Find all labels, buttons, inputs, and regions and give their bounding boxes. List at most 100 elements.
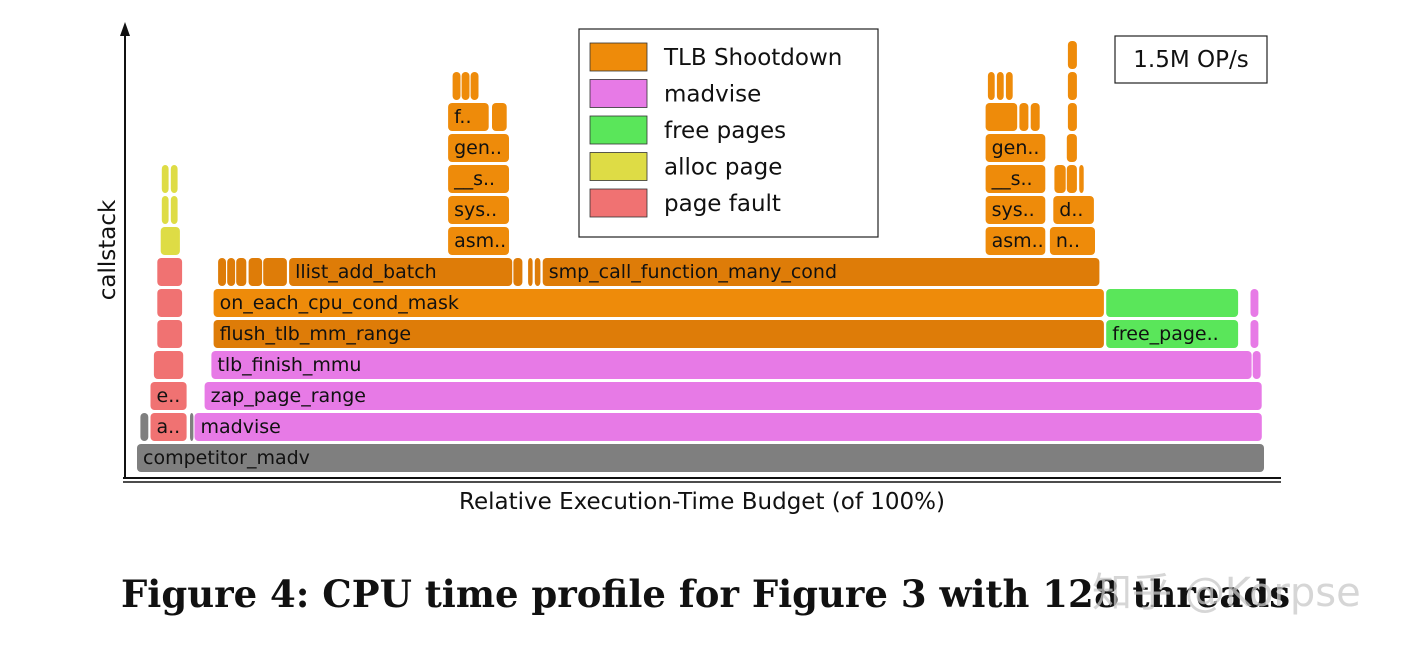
flame-frame (157, 320, 183, 348)
flame-frame (140, 413, 149, 441)
flame-frame-label: sys.. (992, 199, 1035, 221)
flame-frame (248, 258, 263, 286)
flame-frame (1066, 165, 1077, 193)
flame-frame-label: __s.. (453, 168, 495, 190)
flame-frame (263, 258, 287, 286)
legend-label: madvise (664, 82, 761, 108)
flame-frame-label: smp_call_function_many_cond (549, 261, 837, 283)
flame-frame (1066, 134, 1077, 162)
flame-frame-label: flush_tlb_mm_range (220, 323, 412, 345)
flame-frame-label: f.. (454, 106, 471, 128)
flame-frame (448, 227, 509, 255)
flame-frame-label: sys.. (454, 199, 497, 221)
flame-frame (161, 165, 169, 193)
legend-swatch (589, 42, 648, 72)
flame-frame (448, 103, 489, 131)
flame-frame (1067, 41, 1077, 69)
legend-swatch (589, 152, 648, 181)
flame-frame (985, 134, 1046, 162)
flame-frame (213, 289, 1104, 317)
flame-frame-label: __s.. (991, 168, 1033, 190)
flame-frame-label: tlb_finish_mmu (217, 354, 361, 376)
legend-swatch (589, 188, 648, 218)
flame-frame (448, 196, 509, 224)
flame-frame (157, 258, 183, 286)
flame-frame (1252, 351, 1261, 379)
flame-frame (492, 103, 507, 131)
y-axis-arrow-icon (120, 22, 130, 36)
flame-frame-label: e.. (157, 385, 181, 407)
flame-frame-label: competitor_madv (143, 447, 310, 469)
flame-frame (153, 351, 184, 379)
flame-frame (985, 165, 1046, 193)
flame-frame (227, 258, 236, 286)
flame-frame (218, 258, 226, 286)
legend-label: free pages (664, 118, 786, 144)
flame-frame (194, 413, 1262, 441)
flame-frame-label: llist_add_batch (295, 261, 437, 283)
flame-frame (1106, 320, 1239, 348)
flame-frame (987, 72, 995, 100)
flame-frame (1106, 289, 1239, 317)
flame-frame (985, 103, 1018, 131)
flame-frame (236, 258, 247, 286)
flame-frame (470, 72, 479, 100)
flame-frame (542, 258, 1100, 286)
flame-frame (985, 196, 1046, 224)
flame-frame (213, 320, 1104, 348)
flame-frame-label: asm.. (454, 230, 506, 252)
legend-label: alloc page (664, 155, 782, 181)
flame-frame (534, 258, 541, 286)
flame-frame (1250, 320, 1259, 348)
flame-frames: competitor_madv a.. madvise e.. zap_page_ran… (137, 41, 1264, 472)
flame-frame (1049, 227, 1095, 255)
flame-graph-chart: competitor_madv a.. madvise e.. zap_page_ran… (95, 22, 1281, 515)
flame-frame-label: gen.. (454, 137, 502, 159)
flame-frame-label: asm.. (992, 230, 1044, 252)
x-axis-label: Relative Execution-Time Budget (of 100%) (459, 489, 945, 515)
flame-frame (137, 444, 1264, 472)
flame-frame (1054, 165, 1066, 193)
flame-frame (1019, 103, 1029, 131)
flame-frame (985, 227, 1046, 255)
flame-frame-label: a.. (157, 416, 181, 438)
flame-frame (150, 382, 187, 410)
legend-swatch (589, 79, 648, 108)
flame-frame (160, 227, 180, 255)
y-axis-label: callstack (95, 199, 121, 300)
flame-frame (461, 72, 470, 100)
badge-box (1114, 35, 1268, 84)
flame-frame (157, 289, 183, 317)
flame-frame (996, 72, 1004, 100)
flame-frame-label: n.. (1056, 230, 1080, 252)
flame-frame-label: zap_page_range (211, 385, 366, 407)
flame-frame (1067, 103, 1077, 131)
legend-label: page fault (664, 191, 781, 217)
flame-frame (190, 413, 194, 441)
flame-frame (1250, 289, 1259, 317)
flame-frame (448, 165, 509, 193)
flame-frame (211, 351, 1252, 379)
flame-frame (204, 382, 1262, 410)
flame-frame (170, 165, 178, 193)
flame-frame (1030, 103, 1040, 131)
flame-frame (170, 196, 178, 224)
flame-frame (289, 258, 513, 286)
legend: TLB Shootdown madvise free pages alloc page… (578, 28, 879, 238)
watermark: 知乎 @Korpse (1092, 570, 1361, 616)
flame-frame-label: gen.. (992, 137, 1040, 159)
legend-label: TLB Shootdown (663, 45, 842, 71)
flame-frame (1079, 165, 1084, 193)
flame-frame (452, 72, 461, 100)
flame-frame-label: d.. (1059, 199, 1083, 221)
flame-frame-label: on_each_cpu_cond_mask (220, 292, 459, 314)
flame-frame (1005, 72, 1013, 100)
legend-swatch (589, 115, 648, 145)
badge-text: 1.5M OP/s (1133, 47, 1248, 73)
flame-frame (1067, 72, 1077, 100)
flame-frame (161, 196, 169, 224)
throughput-badge: 1.5M OP/s (1114, 35, 1268, 84)
flame-frame (1053, 196, 1094, 224)
flame-frame-label: free_page.. (1112, 323, 1219, 345)
figure-caption: Figure 4: CPU time profile for Figure 3 … (121, 572, 1291, 616)
